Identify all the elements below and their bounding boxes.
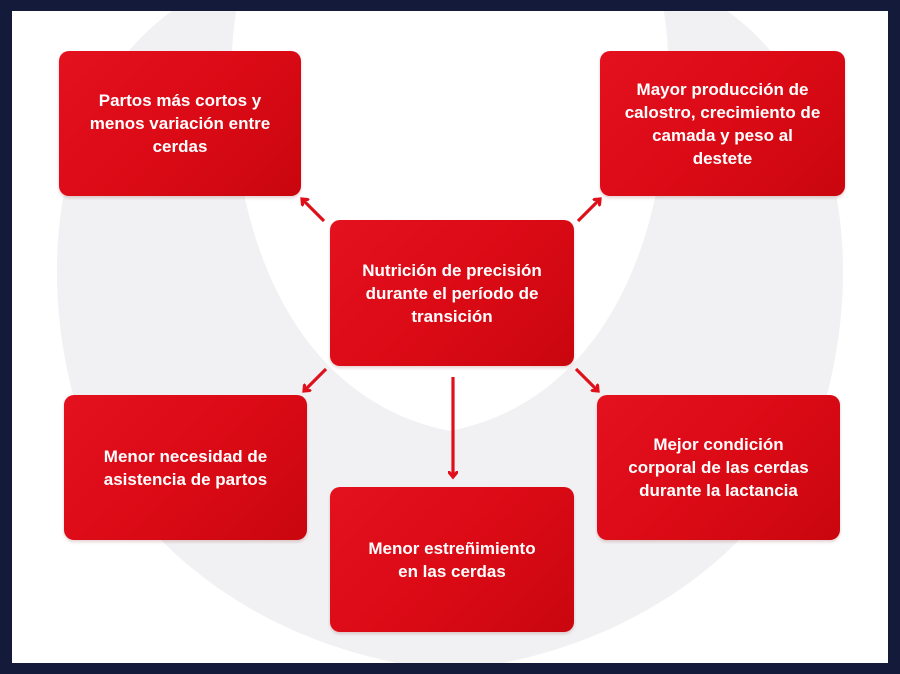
box-center-text: Nutrición de precisión durante el períod…: [362, 260, 542, 326]
box-top-right-text: Mayor producción de calostro, crecimient…: [624, 79, 821, 168]
box-center: Nutrición de precisión durante el períod…: [330, 220, 574, 366]
box-top-left-text: Partos más cortos y menos variación entr…: [89, 91, 271, 156]
box-bottom-right: Mejor condición corporal de las cerdas d…: [597, 395, 840, 540]
box-bottom-center-text: Menor estreñimiento en las cerdas: [368, 538, 536, 581]
box-bottom-center: Menor estreñimiento en las cerdas: [330, 487, 574, 632]
box-bottom-left-text: Menor necesidad de asistencia de partos: [103, 446, 268, 489]
box-top-right: Mayor producción de calostro, crecimient…: [600, 51, 845, 196]
box-bottom-right-text: Mejor condición corporal de las cerdas d…: [628, 435, 809, 500]
box-bottom-left: Menor necesidad de asistencia de partos: [64, 395, 307, 540]
diagram-canvas: Partos más cortos y menos variación entr…: [12, 11, 888, 663]
box-top-left: Partos más cortos y menos variación entr…: [59, 51, 301, 196]
